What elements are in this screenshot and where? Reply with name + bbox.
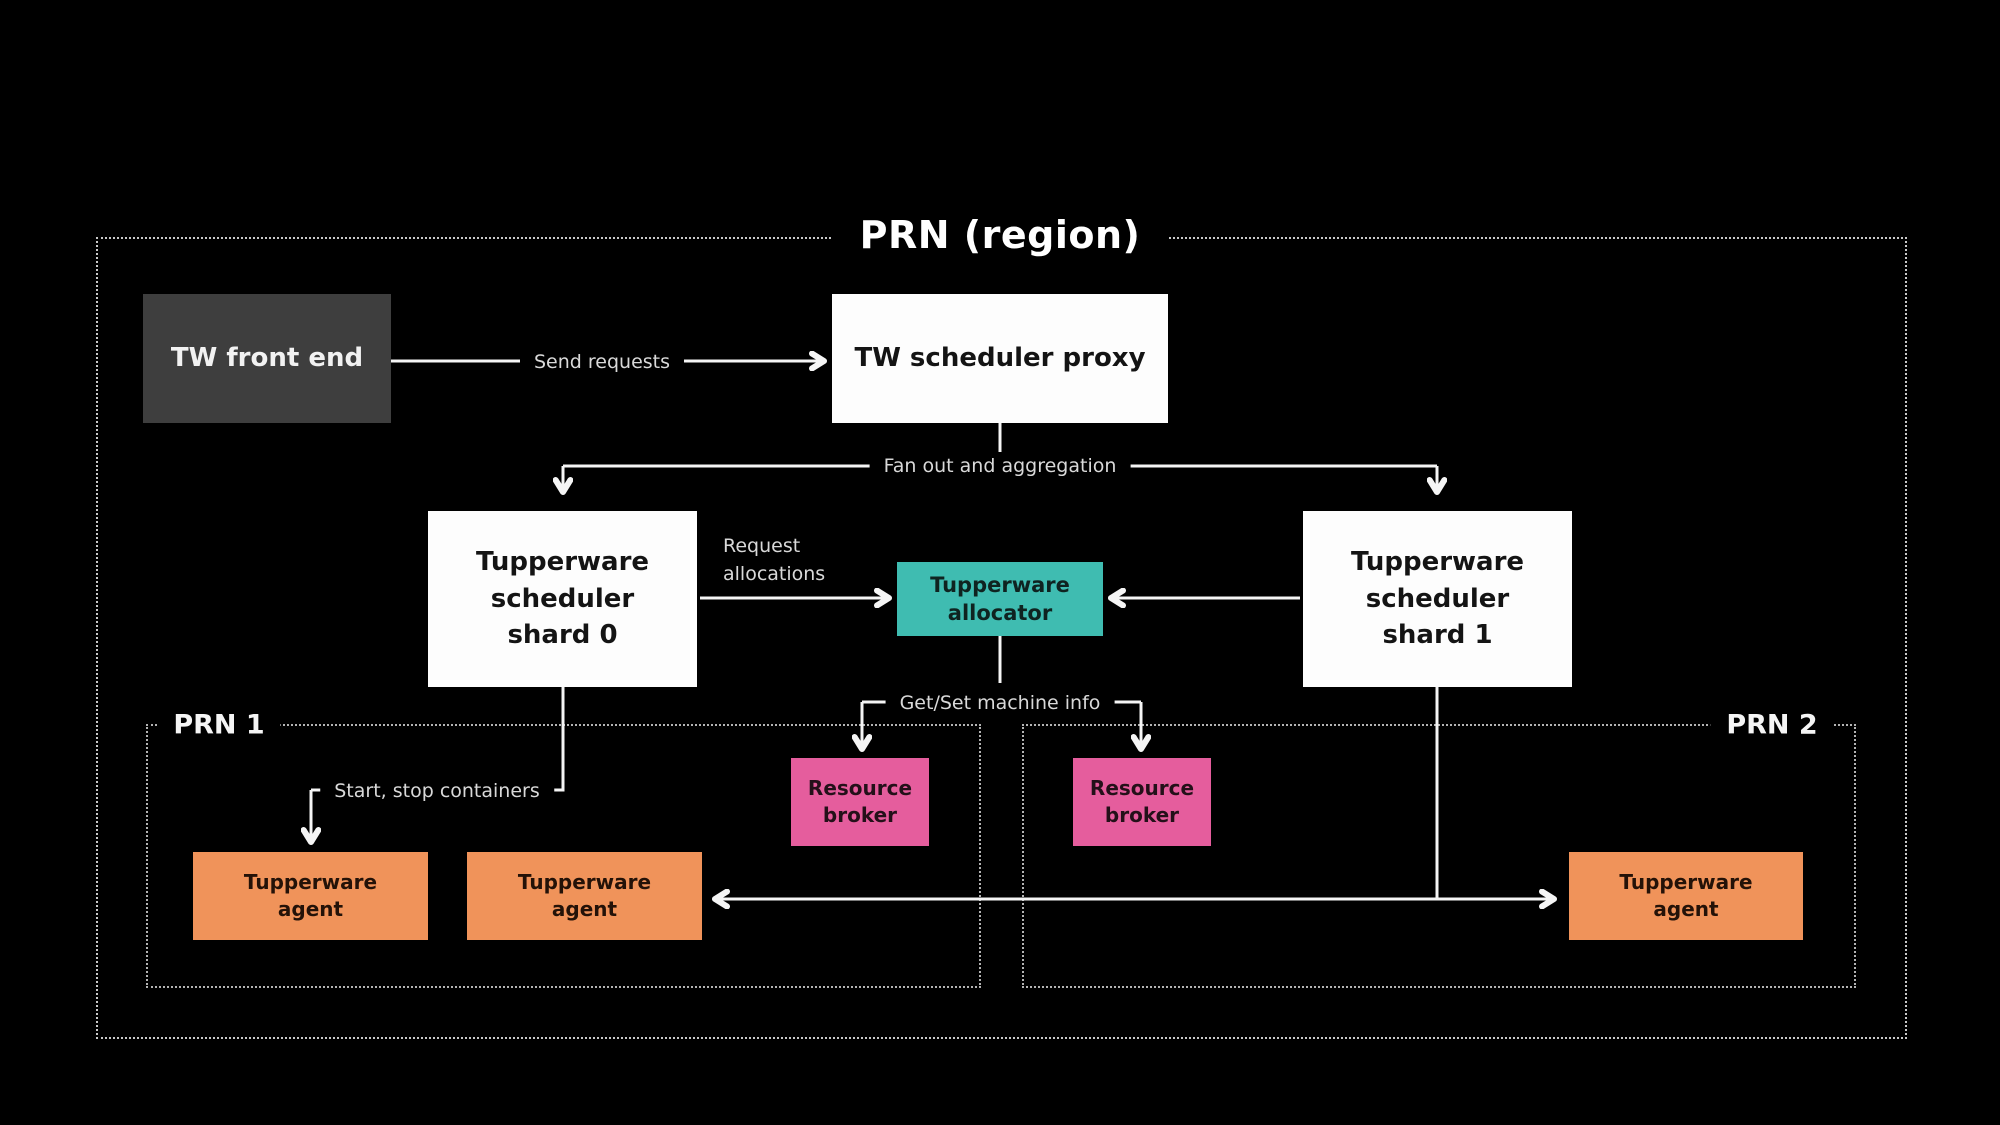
node-tupperware-agent-1: Tupperware agent [193, 852, 428, 940]
node-tupperware-agent-2: Tupperware agent [467, 852, 702, 940]
node-scheduler-shard-0: Tupperware scheduler shard 0 [428, 511, 697, 687]
edge-label-request-allocations: Request allocations [723, 535, 826, 585]
node-resource-broker-2: Resource broker [1073, 758, 1211, 846]
node-tw-scheduler-proxy: TW scheduler proxy [832, 294, 1168, 423]
edge-label-fan-out: Fan out and aggregation [869, 452, 1131, 480]
edge-label-get-set-machine-info: Get/Set machine info [885, 689, 1115, 717]
region-label-prn2: PRN 2 [1710, 707, 1834, 743]
node-resource-broker-1: Resource broker [791, 758, 929, 846]
edge-shard0-stem [311, 687, 565, 792]
region-prn2 [1022, 724, 1856, 988]
region-label-prn1: PRN 1 [157, 707, 281, 743]
diagram-title: PRN (region) [831, 211, 1169, 259]
node-scheduler-shard-1: Tupperware scheduler shard 1 [1303, 511, 1572, 687]
node-tupperware-agent-3: Tupperware agent [1569, 852, 1803, 940]
edge-label-start-stop-containers: Start, stop containers [320, 777, 554, 805]
edge-label-send-requests: Send requests [519, 348, 685, 376]
node-tupperware-allocator: Tupperware allocator [897, 562, 1103, 636]
node-tw-front-end: TW front end [143, 294, 391, 423]
